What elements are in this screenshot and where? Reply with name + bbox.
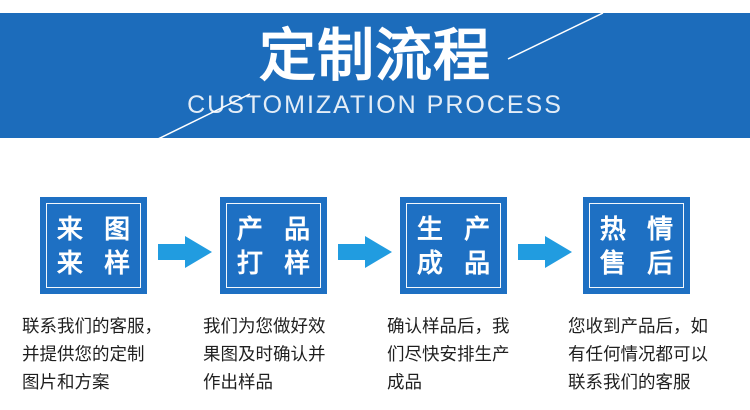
step-box-label-line1: 生 产 xyxy=(416,213,491,244)
step-box-label-line2: 售 后 xyxy=(599,247,674,278)
step-box-label-line1: 来 图 xyxy=(56,213,131,244)
step-box-label-line2: 成 品 xyxy=(416,247,491,278)
step-box-shengchan-chengpin: 生 产 成 品 xyxy=(400,197,507,294)
banner: 定制流程 CUSTOMIZATION PROCESS xyxy=(0,13,750,138)
step-description: 联系我们的客服， 并提供您的定制 图片和方案 xyxy=(22,316,162,392)
step-box-chanpin-dayang: 产 品 打 样 xyxy=(220,197,327,294)
page-title: 定制流程 xyxy=(259,24,491,88)
diagonal-line-decoration xyxy=(158,13,604,138)
step-box-label-line1: 热 情 xyxy=(599,213,674,244)
step-box-laitu-laiyang: 来 图 来 样 xyxy=(40,197,147,294)
page-subtitle: CUSTOMIZATION PROCESS xyxy=(187,91,563,119)
arrow-right-icon xyxy=(158,236,212,268)
step-description: 您收到产品后，如 有任何情况都可以 联系我们的客服 xyxy=(568,316,708,392)
step-description: 我们为您做好效 果图及时确认并 作出样品 xyxy=(203,316,326,392)
step-box-label-line2: 打 样 xyxy=(236,247,311,278)
step-box-reqing-shouhou: 热 情 售 后 xyxy=(583,197,690,294)
arrow-right-icon xyxy=(338,236,392,268)
step-box-label-line2: 来 样 xyxy=(56,247,131,278)
step-box-label-line1: 产 品 xyxy=(236,213,311,244)
step-description: 确认样品后，我 们尽快安排生产 成品 xyxy=(387,316,510,392)
arrow-right-icon xyxy=(518,236,572,268)
